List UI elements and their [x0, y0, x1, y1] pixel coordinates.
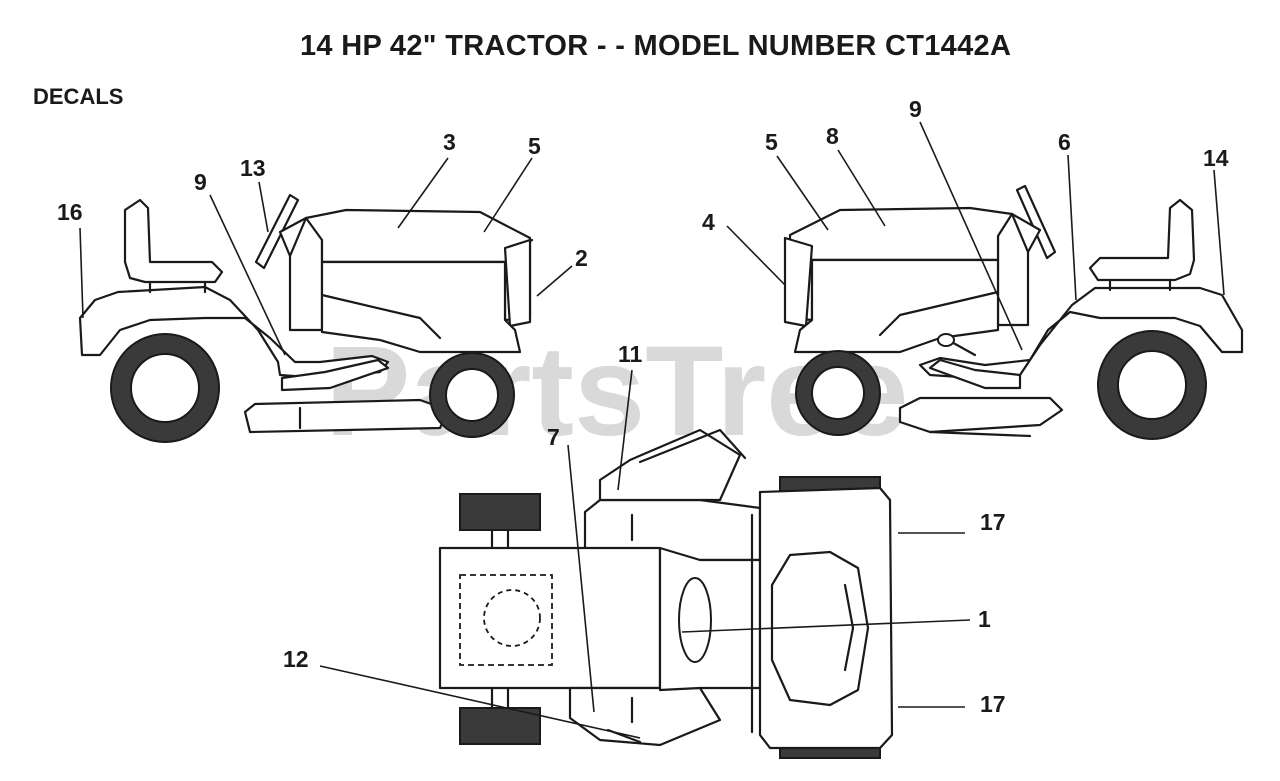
callout-5-right: 5: [765, 129, 778, 155]
section-label: DECALS: [33, 84, 124, 109]
callout-11: 11: [618, 341, 643, 367]
left-steering-wheel: [254, 193, 300, 270]
callout-9-left: 9: [194, 169, 207, 195]
top-rear-tire-2: [459, 707, 541, 745]
callout-7: 7: [547, 424, 560, 450]
callout-14: 14: [1203, 145, 1229, 171]
callout-12: 12: [283, 646, 309, 672]
callout-17-bottom: 17: [980, 691, 1006, 717]
right-rear-fender: [918, 286, 1244, 380]
callout-3: 3: [443, 129, 456, 155]
left-seat: [123, 198, 224, 284]
right-seat: [1088, 198, 1196, 282]
top-rear-body: [438, 546, 662, 690]
callout-1: 1: [978, 606, 991, 632]
left-rear-fender: [78, 285, 390, 380]
callout-5-left: 5: [528, 133, 541, 159]
callout-4: 4: [702, 209, 715, 235]
callout-16: 16: [57, 199, 83, 225]
right-engine-panel: [793, 258, 1000, 354]
right-steering-wheel: [1015, 184, 1057, 260]
callout-6: 6: [1058, 129, 1071, 155]
page-title: 14 HP 42" TRACTOR - - MODEL NUMBER CT144…: [300, 30, 1012, 62]
left-engine-panel: [320, 260, 522, 354]
right-mower-deck: [898, 396, 1064, 434]
top-view: 11 7 17 1 12 17: [283, 341, 1006, 759]
top-rear-tire-1: [459, 493, 541, 531]
callout-8: 8: [826, 123, 839, 149]
left-mower-deck: [243, 398, 450, 434]
left-side-view: 16 9 13 3 5 2: [57, 129, 588, 443]
callout-9-right: 9: [909, 96, 922, 122]
callout-17-top: 17: [980, 509, 1006, 535]
callout-2: 2: [575, 245, 588, 271]
callout-13: 13: [240, 155, 266, 181]
right-side-view: 4 5 8 9 6 14: [702, 96, 1244, 440]
